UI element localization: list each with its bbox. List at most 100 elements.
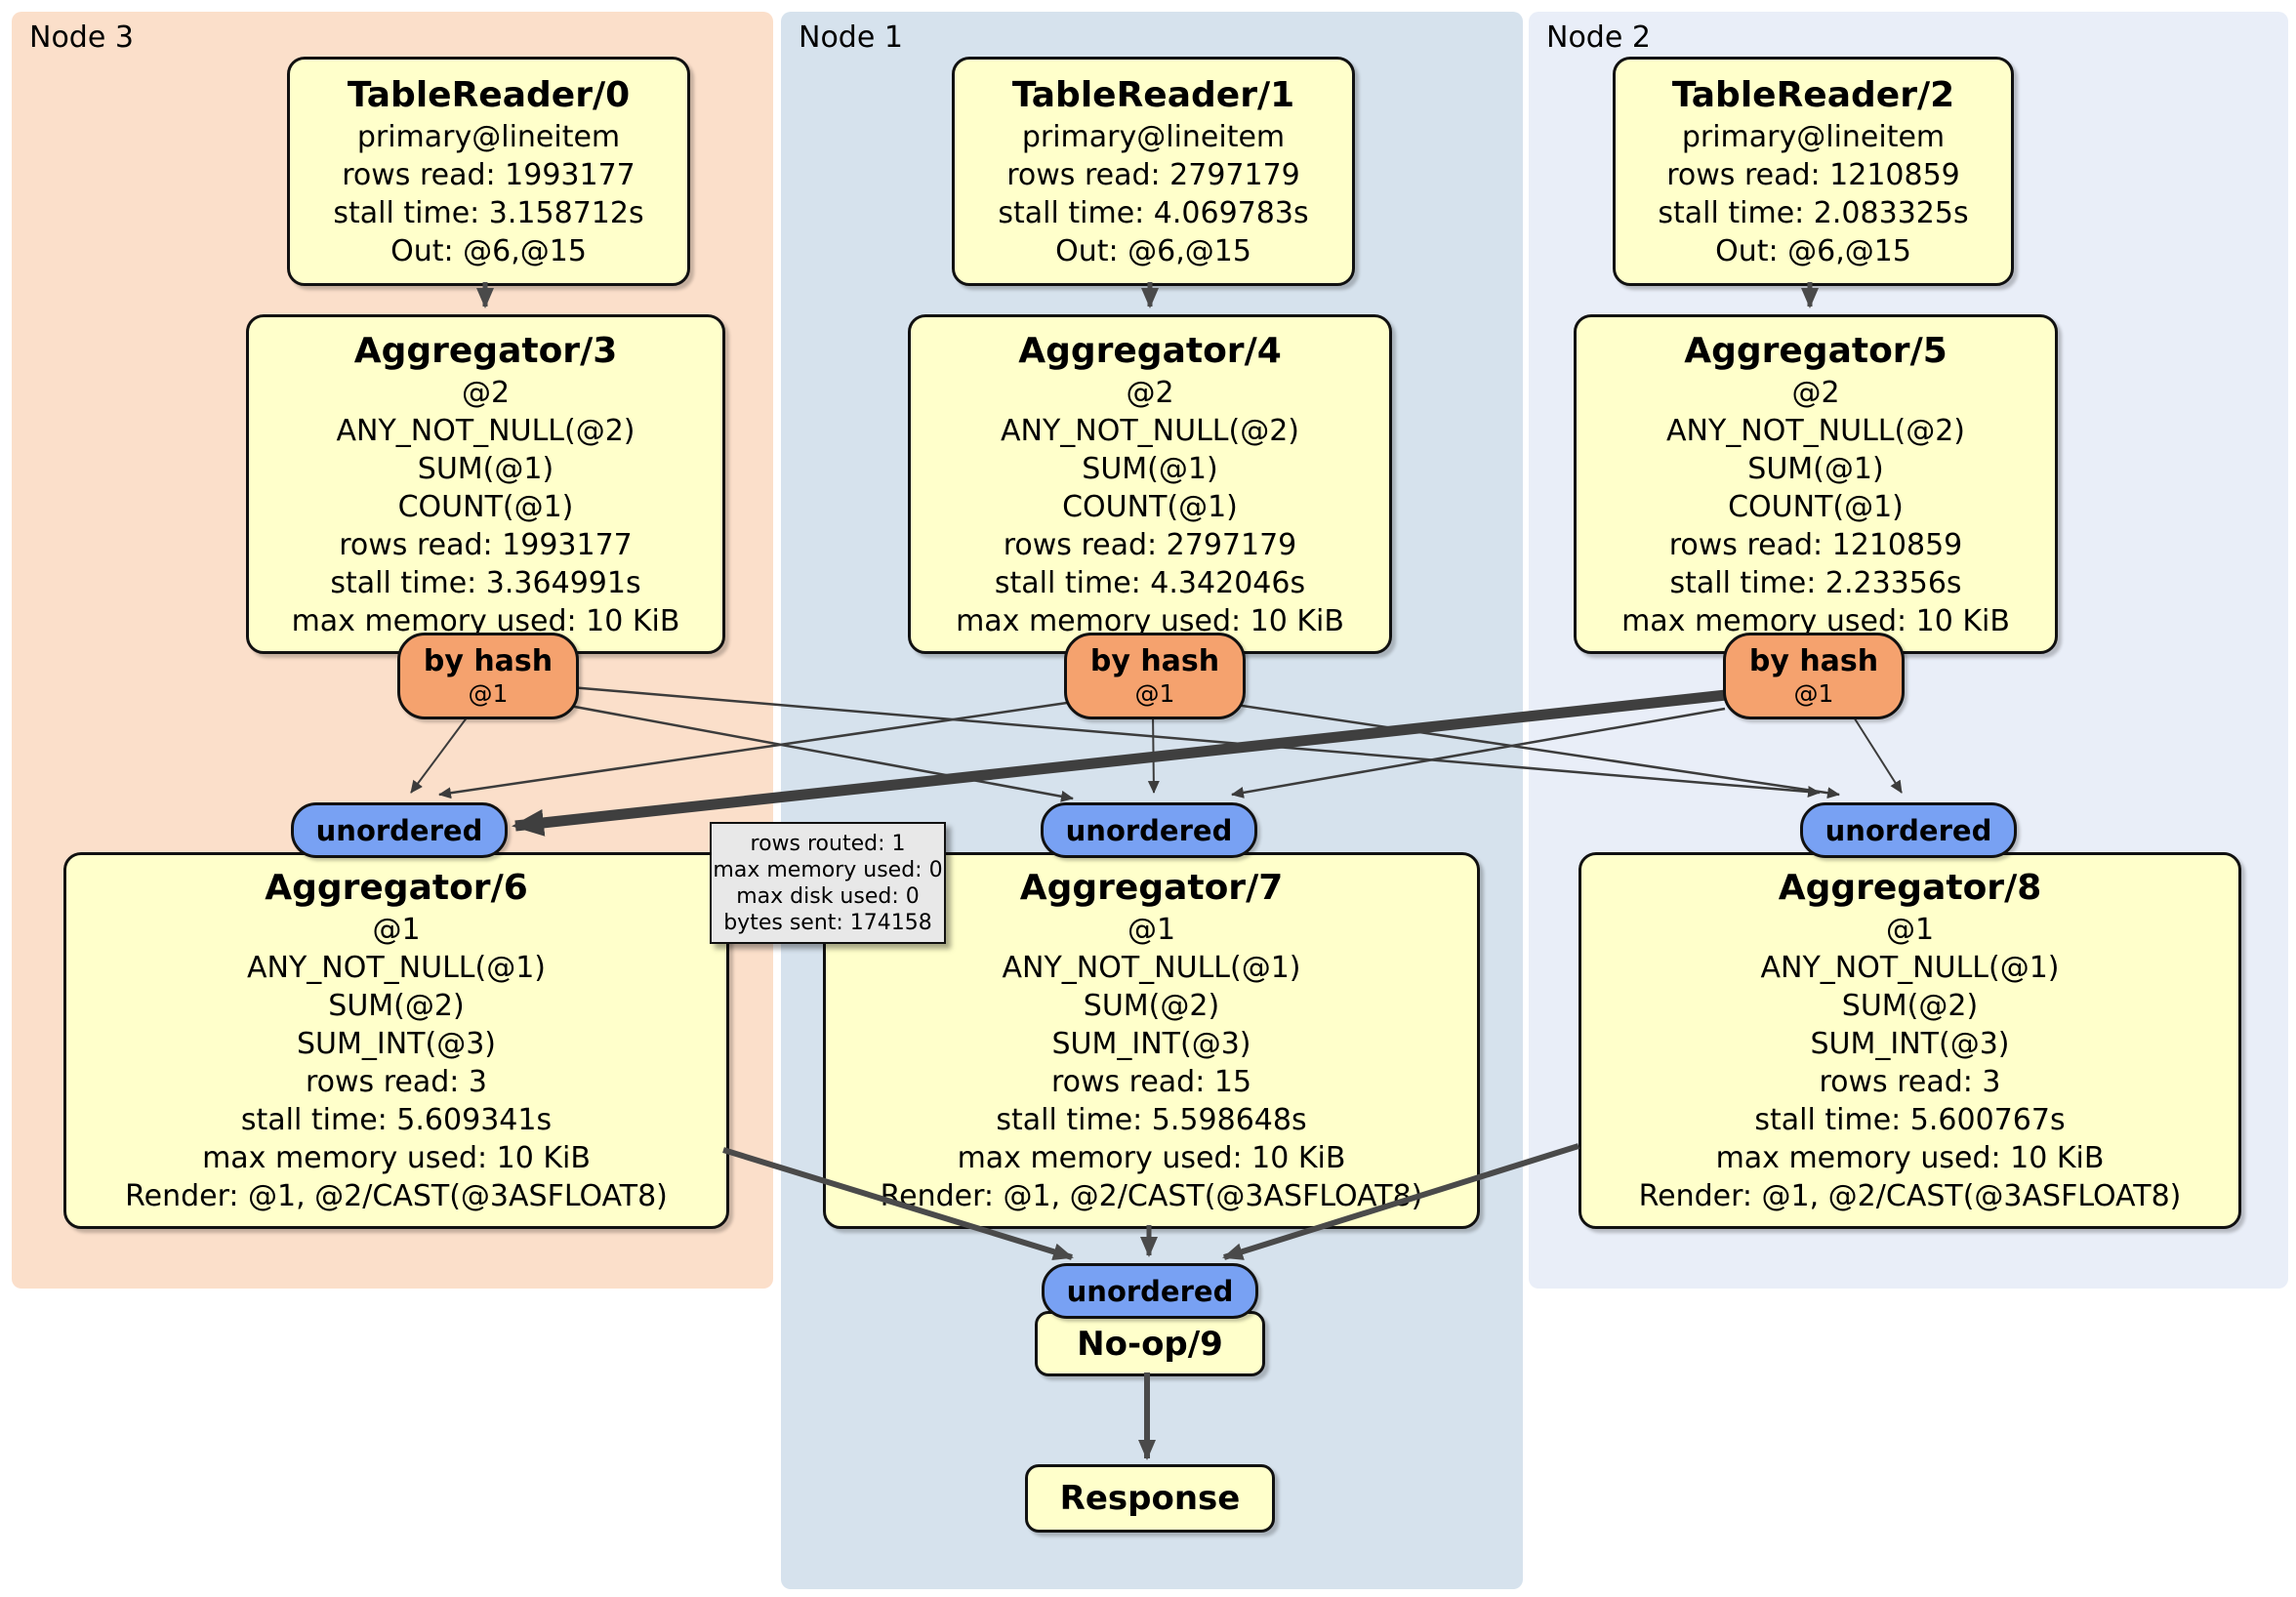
stat-line: SUM(@1) [1082, 451, 1218, 486]
stat-line: stall time: 5.600767s [1754, 1103, 2066, 1137]
stat-line: SUM(@1) [417, 451, 554, 486]
stream-unordered-node2[interactable]: unordered [1800, 802, 2017, 858]
stat-line: rows read: 15 [1050, 1065, 1252, 1099]
router-by-hash-node3[interactable]: by hash @1 [397, 633, 579, 719]
processor-title: Aggregator/5 [1684, 330, 1948, 371]
tooltip-line: max memory used: 0 [713, 857, 943, 882]
processor-aggregator-8[interactable]: Aggregator/8 @1 ANY_NOT_NULL(@1) SUM(@2)… [1578, 852, 2241, 1229]
processor-aggregator-6[interactable]: Aggregator/6 @1 ANY_NOT_NULL(@1) SUM(@2)… [63, 852, 729, 1229]
stat-line: ANY_NOT_NULL(@2) [1666, 413, 1965, 448]
tooltip-line: rows routed: 1 [750, 831, 906, 856]
stat-line: rows read: 1993177 [342, 157, 636, 192]
stat-line: @2 [1126, 375, 1174, 410]
processor-title: TableReader/2 [1671, 74, 1955, 115]
panel-label-node3: Node 3 [29, 20, 134, 55]
stat-line: SUM(@2) [1083, 989, 1220, 1023]
stat-line: SUM_INT(@3) [1051, 1027, 1251, 1061]
stat-line: ANY_NOT_NULL(@1) [1002, 951, 1301, 985]
stat-line: ANY_NOT_NULL(@2) [1001, 413, 1299, 448]
stat-line: Out: @6,@15 [1715, 233, 1911, 268]
router-by-hash-node2[interactable]: by hash @1 [1723, 633, 1905, 719]
stat-line: Render: @1, @2/CAST(@3ASFLOAT8) [880, 1179, 1423, 1213]
router-key: @1 [1134, 678, 1175, 708]
processor-noop-9[interactable]: No-op/9 [1035, 1311, 1265, 1376]
router-key: @1 [1793, 678, 1834, 708]
router-by-hash-node1[interactable]: by hash @1 [1064, 633, 1246, 719]
stat-line: stall time: 4.342046s [994, 565, 1306, 600]
processor-response[interactable]: Response [1025, 1464, 1275, 1533]
stat-line: ANY_NOT_NULL(@1) [1760, 951, 2060, 985]
stat-line: SUM_INT(@3) [1810, 1027, 2010, 1061]
stream-label: unordered [1824, 813, 1992, 847]
stat-line: Render: @1, @2/CAST(@3ASFLOAT8) [1638, 1179, 2182, 1213]
stat-line: rows read: 3 [305, 1065, 488, 1099]
processor-title: Aggregator/4 [1018, 330, 1282, 371]
stat-line: @1 [372, 913, 421, 947]
stat-line: max memory used: 10 KiB [1621, 603, 2010, 638]
processor-tablereader-0[interactable]: TableReader/0 primary@lineitem rows read… [287, 57, 690, 286]
stream-label: unordered [1065, 813, 1233, 847]
processor-aggregator-4[interactable]: Aggregator/4 @2 ANY_NOT_NULL(@2) SUM(@1)… [908, 314, 1392, 654]
stat-line: COUNT(@1) [397, 489, 574, 524]
stat-line: rows read: 2797179 [1006, 157, 1300, 192]
processor-aggregator-5[interactable]: Aggregator/5 @2 ANY_NOT_NULL(@2) SUM(@1)… [1574, 314, 2058, 654]
stat-line: Out: @6,@15 [1055, 233, 1251, 268]
processor-title: Response [1059, 1479, 1241, 1518]
stat-line: rows read: 3 [1819, 1065, 2001, 1099]
stat-line: max memory used: 10 KiB [202, 1141, 591, 1175]
processor-aggregator-3[interactable]: Aggregator/3 @2 ANY_NOT_NULL(@2) SUM(@1)… [246, 314, 725, 654]
router-label: by hash [1089, 643, 1220, 678]
router-key: @1 [468, 678, 509, 708]
stat-line: @2 [461, 375, 511, 410]
processor-title: Aggregator/8 [1778, 868, 2042, 908]
stat-line: stall time: 4.069783s [998, 195, 1309, 230]
stat-line: Render: @1, @2/CAST(@3ASFLOAT8) [125, 1179, 668, 1213]
processor-title: Aggregator/7 [1019, 868, 1284, 908]
stat-line: ANY_NOT_NULL(@1) [247, 951, 546, 985]
router-label: by hash [1748, 643, 1879, 678]
stream-label: unordered [315, 813, 483, 847]
tooltip-stream-stats: rows routed: 1 max memory used: 0 max di… [710, 822, 946, 944]
stat-line: Out: @6,@15 [390, 233, 587, 268]
stat-line: SUM(@2) [328, 989, 465, 1023]
stream-label: unordered [1066, 1274, 1234, 1308]
stat-line: stall time: 5.609341s [240, 1103, 553, 1137]
stream-unordered-node3[interactable]: unordered [291, 802, 508, 858]
stat-line: ANY_NOT_NULL(@2) [336, 413, 636, 448]
processor-title: TableReader/0 [347, 74, 631, 115]
panel-label-node1: Node 1 [799, 20, 903, 55]
stat-line: SUM(@1) [1747, 451, 1884, 486]
stat-line: primary@lineitem [1681, 119, 1946, 154]
stat-line: primary@lineitem [1021, 119, 1286, 154]
stat-line: max memory used: 10 KiB [1715, 1141, 2105, 1175]
tooltip-line: max disk used: 0 [736, 883, 920, 909]
stat-line: stall time: 2.083325s [1658, 195, 1969, 230]
stat-line: stall time: 3.158712s [333, 195, 644, 230]
stat-line: @1 [1885, 913, 1935, 947]
processor-title: No-op/9 [1077, 1324, 1223, 1364]
stream-unordered-node1[interactable]: unordered [1041, 802, 1257, 858]
stat-line: @1 [1127, 913, 1176, 947]
stat-line: COUNT(@1) [1728, 489, 1904, 524]
stat-line: SUM(@2) [1841, 989, 1979, 1023]
stream-unordered-final[interactable]: unordered [1042, 1263, 1258, 1319]
processor-title: TableReader/1 [1011, 74, 1295, 115]
processor-tablereader-2[interactable]: TableReader/2 primary@lineitem rows read… [1613, 57, 2014, 286]
stat-line: max memory used: 10 KiB [291, 603, 680, 638]
router-label: by hash [423, 643, 554, 678]
processor-tablereader-1[interactable]: TableReader/1 primary@lineitem rows read… [952, 57, 1355, 286]
stat-line: rows read: 1993177 [339, 527, 633, 562]
stat-line: rows read: 1210859 [1668, 527, 1963, 562]
stat-line: max memory used: 10 KiB [957, 1141, 1346, 1175]
processor-title: Aggregator/3 [353, 330, 618, 371]
stat-line: stall time: 2.23356s [1669, 565, 1962, 600]
stat-line: SUM_INT(@3) [297, 1027, 496, 1061]
stat-line: stall time: 5.598648s [996, 1103, 1307, 1137]
stat-line: rows read: 1210859 [1666, 157, 1960, 192]
panel-label-node2: Node 2 [1546, 20, 1651, 55]
stat-line: stall time: 3.364991s [330, 565, 641, 600]
stat-line: primary@lineitem [356, 119, 621, 154]
stat-line: @2 [1791, 375, 1840, 410]
processor-title: Aggregator/6 [265, 868, 528, 908]
stat-line: rows read: 2797179 [1003, 527, 1297, 562]
